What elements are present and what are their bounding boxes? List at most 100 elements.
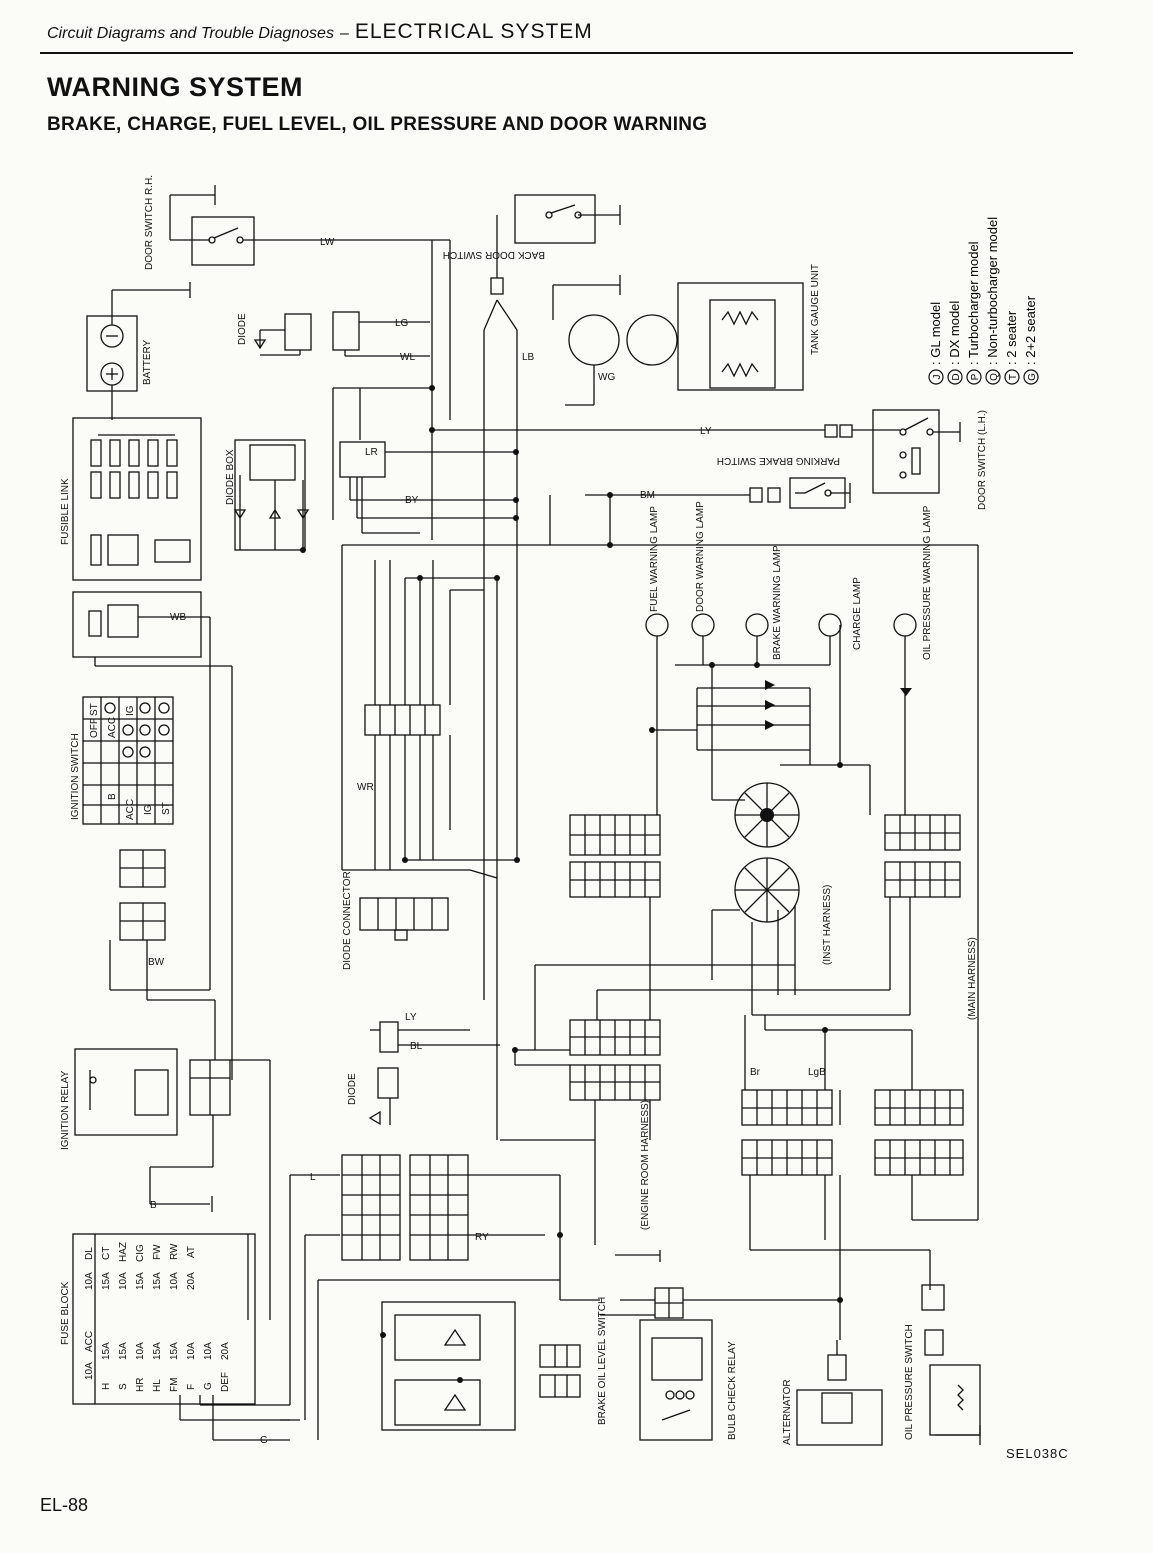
ign-term-b: B	[107, 793, 118, 800]
alternator-label: ALTERNATOR	[782, 1379, 793, 1445]
door-switch-rh-box	[191, 216, 255, 266]
legend-item: G : 2+2 seater	[1023, 295, 1039, 385]
diode-box-label: DIODE BOX	[225, 449, 236, 505]
fuse-top-3: CIG	[135, 1244, 146, 1262]
charge-lamp-label: CHARGE LAMP	[852, 577, 863, 650]
ign-pos-off: OFF	[89, 718, 100, 738]
fuel-gauge-symbol	[568, 314, 620, 366]
oil-pressure-lamp-symbol	[893, 613, 917, 637]
fuse-bottom-2: S	[118, 1383, 129, 1390]
wire-code-wr: WR	[357, 782, 374, 793]
fusible-link-label: FUSIBLE LINK	[60, 478, 71, 545]
tank-gauge-unit-box	[677, 282, 804, 391]
oil-pressure-switch-box	[929, 1364, 981, 1436]
fuse-top-0: DL	[84, 1247, 95, 1260]
figure-code: SEL038C	[1006, 1446, 1069, 1461]
page-number: EL-88	[40, 1495, 89, 1515]
fuse-bottom-rating-2: 15A	[118, 1342, 129, 1360]
wire-code-br: Br	[750, 1067, 761, 1078]
ign-pos-acc: ACC	[107, 717, 118, 738]
wire-code-wg: WG	[598, 372, 615, 383]
wire-code-ly-2: LY	[405, 1012, 417, 1023]
page-header: Circuit Diagrams and Trouble Diagnoses–E…	[47, 20, 593, 44]
legend-code-circle	[947, 369, 963, 385]
legend-text: : GL model	[928, 302, 943, 365]
wire-code-bm: BM	[640, 490, 655, 501]
brake-warning-lamp-symbol	[745, 613, 769, 637]
legend-item: P: Turbocharger model	[966, 241, 982, 385]
back-door-switch-label: BACK DOOR SWITCH	[443, 249, 545, 260]
door-switch-lh-label: DOOR SWITCH (L.H.)	[977, 410, 988, 510]
fuse-bottom-rating-7: 10A	[203, 1342, 214, 1360]
fuse-top-rating-1: 15A	[101, 1272, 112, 1290]
fuse-top-rating-3: 15A	[135, 1272, 146, 1290]
wire-code-wl: WL	[400, 352, 415, 363]
fuse-bottom-0: ACC	[84, 1331, 95, 1352]
engine-room-harness-label: (ENGINE ROOM HARNESS)	[640, 1100, 651, 1230]
page-subtitle: BRAKE, CHARGE, FUEL LEVEL, OIL PRESSURE …	[47, 114, 708, 135]
legend-text: : Turbocharger model	[966, 241, 981, 365]
wire-code-bl: BL	[410, 1041, 423, 1052]
fuse-bottom-8: DEF	[220, 1372, 231, 1392]
fuse-block-top-row: DL CT HAZ CIG FW RW AT 10A 15A 10A 15A 1…	[84, 1242, 197, 1290]
brake-warning-lamp-label: BRAKE WARNING LAMP	[772, 545, 783, 660]
legend-text: : 2+2 seater	[1023, 295, 1038, 365]
fuel-warning-lamp-label: FUEL WARNING LAMP	[649, 506, 660, 612]
alternator-box	[796, 1389, 883, 1446]
chapter-name: ELECTRICAL SYSTEM	[354, 20, 593, 43]
fuse-bottom-1: H	[101, 1383, 112, 1390]
fuse-bottom-rating-4: 15A	[152, 1342, 163, 1360]
parking-brake-switch-label: PARKING BRAKE SWITCH	[717, 455, 840, 466]
fuse-bottom-6: F	[186, 1384, 197, 1390]
fuse-bottom-3: HR	[135, 1378, 146, 1392]
header-dash: –	[339, 25, 349, 42]
wire-code-lr: LR	[365, 447, 378, 458]
battery-label: BATTERY	[142, 339, 153, 385]
fuse-top-rating-4: 15A	[152, 1272, 163, 1290]
wire-code-l: L	[310, 1172, 316, 1183]
wire-code-lb: LB	[522, 352, 535, 363]
oil-pressure-lamp-label: OIL PRESSURE WARNING LAMP	[922, 505, 933, 660]
wire-code-ly: LY	[700, 426, 712, 437]
legend-code: G	[1027, 373, 1038, 381]
diode-j-label: DIODE	[237, 313, 248, 345]
fuse-bottom-rating-8: 20A	[220, 1342, 231, 1360]
fuse-top-rating-2: 10A	[118, 1272, 129, 1290]
fuse-top-1: CT	[101, 1247, 112, 1260]
ign-pos-ig: IG	[125, 705, 136, 716]
fuse-top-6: AT	[186, 1246, 197, 1258]
fuse-top-4: FW	[152, 1244, 163, 1260]
fuse-top-rating-0: 10A	[84, 1272, 95, 1290]
temp-gauge-symbol	[626, 314, 678, 366]
legend-item: T: 2 seater	[1004, 310, 1020, 385]
diode-connector-label: DIODE CONNECTOR	[342, 871, 353, 970]
fuse-block-box	[72, 1233, 256, 1405]
legend-item: D: DX model	[947, 301, 963, 385]
legend-item: Q: Non-turbocharger model	[985, 217, 1001, 385]
wire-code-lgb: LgB	[808, 1067, 826, 1078]
fuse-bottom-4: HL	[152, 1379, 163, 1392]
door-warning-lamp-symbol	[691, 613, 715, 637]
legend-text: : DX model	[947, 301, 962, 365]
fuse-bottom-5: FM	[169, 1378, 180, 1392]
wire-code-lg: LG	[395, 318, 409, 329]
fuse-top-5: RW	[169, 1243, 180, 1260]
fuse-top-rating-6: 20A	[186, 1272, 197, 1290]
section-name: Circuit Diagrams and Trouble Diagnoses	[47, 25, 334, 42]
wire-code-ry: RY	[475, 1232, 489, 1243]
fuse-block-label: FUSE BLOCK	[60, 1281, 71, 1345]
brake-fluid-reservoir	[381, 1301, 516, 1431]
fuse-top-rating-5: 10A	[169, 1272, 180, 1290]
header-rule	[40, 52, 1073, 54]
wire-code-wb: WB	[170, 612, 186, 623]
oil-pressure-switch-label: OIL PRESSURE SWITCH	[904, 1324, 915, 1440]
fuel-warning-lamp-symbol	[645, 613, 669, 637]
fuse-bottom-rating-0: 10A	[84, 1362, 95, 1380]
diode-box-box	[234, 439, 306, 551]
wire-code-b: B	[150, 1200, 157, 1211]
legend-code-circle	[966, 369, 982, 385]
fuse-top-2: HAZ	[118, 1242, 129, 1262]
legend-text: : Non-turbocharger model	[985, 217, 1000, 365]
